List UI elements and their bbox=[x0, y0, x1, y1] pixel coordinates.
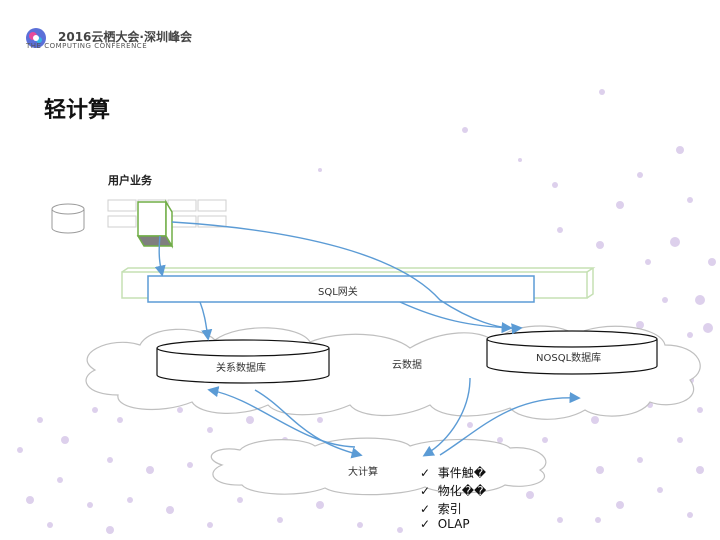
user-business-label: 用户业务 bbox=[108, 174, 152, 187]
conference-logo-title: 2016云栖大会·深圳峰会 bbox=[58, 30, 192, 44]
check-icon: ✓ bbox=[420, 517, 431, 531]
arrow-nosql-to-bigcompute bbox=[422, 377, 471, 457]
feature-item: ✓ 索引 bbox=[420, 502, 462, 516]
highlighted-service-block bbox=[136, 199, 174, 249]
arrow-user-to-gateway bbox=[154, 235, 166, 277]
relational-db-cylinder bbox=[156, 339, 330, 384]
big-compute-cloud-shape bbox=[210, 437, 547, 496]
arrow-reldb-to-bigcompute bbox=[254, 389, 363, 459]
arrow-bigcompute-to-nosql bbox=[439, 392, 581, 456]
nosql-db-cylinder bbox=[486, 330, 658, 375]
check-icon: ✓ bbox=[420, 484, 431, 498]
feature-item: ✓ 事件触� bbox=[420, 466, 487, 480]
check-icon: ✓ bbox=[420, 502, 431, 516]
arrow-bigcompute-to-reldb bbox=[207, 386, 356, 448]
arrow-gateway-to-nosql bbox=[399, 301, 513, 334]
cloud-data-label: 云数据 bbox=[392, 360, 422, 371]
arrow-gateway-to-reldb bbox=[199, 301, 213, 341]
feature-item: ✓ OLAP bbox=[420, 517, 470, 531]
relational-db-label: 关系数据库 bbox=[216, 363, 266, 374]
arrow-user-to-nosql bbox=[171, 221, 523, 335]
big-compute-label: 大计算 bbox=[348, 467, 378, 478]
check-icon: ✓ bbox=[420, 466, 431, 480]
nosql-db-label: NOSQL数据库 bbox=[536, 353, 602, 364]
sql-gateway-box bbox=[147, 275, 535, 303]
sql-gateway-label: SQL网关 bbox=[318, 287, 358, 298]
database-icon bbox=[51, 203, 85, 234]
slide-title: 轻计算 bbox=[44, 98, 111, 123]
cloud-dots-logo-icon bbox=[26, 28, 46, 48]
feature-item: ✓ 物化�� bbox=[420, 484, 487, 498]
conference-logo-subtitle: THE COMPUTING CONFERENCE bbox=[26, 42, 148, 50]
